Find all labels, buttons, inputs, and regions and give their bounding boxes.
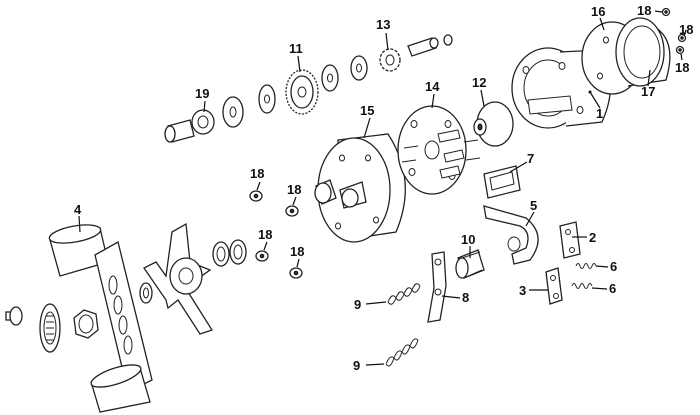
callout-6a: 6: [610, 259, 617, 274]
callout-10: 10: [461, 232, 475, 247]
part-end-cap: [616, 18, 670, 86]
part-main-gear: [286, 70, 318, 114]
part-handle-nut: [74, 310, 98, 338]
callout-18d: 18: [250, 166, 264, 181]
part-clutch-plate: [484, 206, 538, 264]
callout-2: 2: [589, 230, 596, 245]
callout-7: 7: [527, 151, 534, 166]
part-small-spring-1: [576, 264, 596, 269]
callout-18f: 18: [258, 227, 272, 242]
callout-15: 15: [360, 103, 374, 118]
part-pinion-shaft: [408, 35, 452, 56]
callout-18b: 18: [679, 22, 693, 37]
callout-3: 3: [519, 283, 526, 298]
callout-14: 14: [425, 79, 440, 94]
callout-8: 8: [462, 290, 469, 305]
part-bearing: [165, 97, 243, 142]
part-link-2: [560, 222, 580, 258]
screw-1: [250, 191, 262, 201]
callout-4: 4: [74, 202, 82, 217]
screw-4: [290, 268, 302, 278]
screw-5: [663, 9, 670, 16]
screw-2: [286, 206, 298, 216]
part-star-drag: [144, 224, 212, 334]
part-bridge-plate: [398, 106, 466, 194]
part-coil-spring-2: [386, 339, 418, 366]
part-drag-washer-small: [140, 283, 152, 303]
callout-12: 12: [472, 75, 486, 90]
callout-9a: 9: [354, 297, 361, 312]
part-handle-crank: [48, 222, 152, 412]
callout-18c: 18: [675, 60, 689, 75]
part-pinion-gear: [380, 49, 400, 71]
callout-19: 19: [195, 86, 209, 101]
callout-18g: 18: [290, 244, 304, 259]
callout-5: 5: [530, 198, 537, 213]
callout-18a: 18: [637, 3, 651, 18]
part-handle-screw: [6, 307, 22, 325]
part-side-plate: [315, 134, 405, 242]
callout-6b: 6: [609, 281, 616, 296]
callout-9b: 9: [353, 358, 360, 373]
part-small-spring-2: [572, 284, 592, 289]
part-coil-spring-1: [388, 284, 420, 305]
part-link-3: [546, 268, 562, 304]
callout-11: 11: [289, 41, 303, 56]
callout-17: 17: [641, 84, 655, 99]
callout-16: 16: [591, 4, 605, 19]
part-collar: [474, 102, 513, 146]
part-lever: [428, 252, 446, 322]
screw-7: [677, 47, 684, 54]
part-click-pawl: [484, 166, 520, 198]
part-handle-washer: [40, 304, 60, 352]
screw-3: [256, 251, 268, 261]
callout-18e: 18: [287, 182, 301, 197]
callout-1: 1: [596, 106, 603, 121]
part-drag-spring-washers: [213, 240, 246, 266]
callout-13: 13: [376, 17, 390, 32]
